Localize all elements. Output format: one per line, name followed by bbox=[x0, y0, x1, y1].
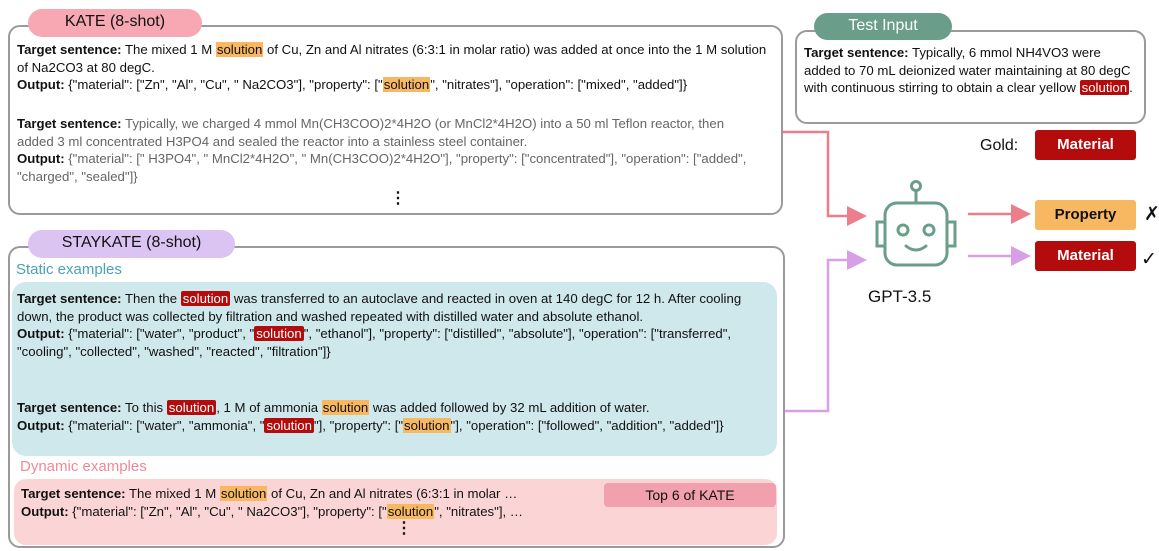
target-sentence-label: Target sentence: bbox=[17, 291, 122, 306]
entity-highlight: solution bbox=[264, 417, 314, 433]
entity-highlight: solution bbox=[1079, 80, 1130, 96]
target-sentence-label: Target sentence: bbox=[17, 42, 122, 57]
entity-highlight: solution bbox=[219, 486, 268, 501]
entity-highlight: solution bbox=[382, 77, 431, 93]
prediction-material: Material bbox=[1035, 241, 1136, 271]
model-name: GPT-3.5 bbox=[868, 287, 932, 306]
robot-icon bbox=[875, 180, 957, 267]
entity-highlight: solution bbox=[215, 42, 264, 57]
kate-panel: Target sentence: The mixed 1 M solution … bbox=[8, 25, 783, 215]
entity-highlight: solution bbox=[386, 503, 435, 519]
output-label: Output: bbox=[21, 503, 69, 519]
staykate-title: STAYKATE (8-shot) bbox=[28, 230, 235, 258]
staykate-panel: Static examples Target sentence: Then th… bbox=[8, 246, 785, 548]
prediction-property: Property bbox=[1035, 200, 1136, 230]
entity-highlight: solution bbox=[180, 291, 231, 306]
dynamic-examples-box: Target sentence: The mixed 1 M solution … bbox=[14, 479, 777, 545]
target-sentence-label: Target sentence: bbox=[21, 486, 126, 501]
more-examples-ellipsis: ⋮ bbox=[396, 520, 412, 537]
gold-value: Material bbox=[1035, 130, 1136, 160]
wrong-mark-icon: ✗ bbox=[1144, 204, 1159, 225]
dynamic-example-1: Target sentence: The mixed 1 M solution … bbox=[21, 486, 523, 519]
kate-example-2: Target sentence: Typically, we charged 4… bbox=[17, 116, 747, 184]
correct-mark-icon: ✓ bbox=[1141, 249, 1157, 270]
static-example-2: Target sentence: To this solution, 1 M o… bbox=[17, 400, 724, 433]
entity-highlight: solution bbox=[166, 400, 217, 415]
output-label: Output: bbox=[17, 417, 65, 433]
target-sentence-label: Target sentence: bbox=[17, 116, 122, 131]
output-label: Output: bbox=[17, 326, 65, 342]
test-input-text: Target sentence: Typically, 6 mmol NH4VO… bbox=[804, 45, 1133, 96]
test-input-panel: Target sentence: Typically, 6 mmol NH4VO… bbox=[795, 30, 1146, 124]
test-input-title: Test Input bbox=[814, 13, 952, 40]
kate-to-model-arrow bbox=[783, 130, 867, 226]
entity-highlight: solution bbox=[254, 326, 304, 342]
gold-label: Gold: bbox=[980, 137, 1019, 154]
static-examples-box: Target sentence: Then the solution was t… bbox=[12, 282, 777, 456]
staykate-to-model-arrow bbox=[785, 250, 867, 413]
target-sentence-label: Target sentence: bbox=[804, 45, 909, 60]
output-label: Output: bbox=[17, 77, 65, 93]
more-examples-ellipsis: ⋮ bbox=[390, 190, 406, 207]
kate-title: KATE (8-shot) bbox=[28, 9, 202, 37]
entity-highlight: solution bbox=[321, 400, 370, 415]
dynamic-examples-title: Dynamic examples bbox=[20, 458, 147, 475]
target-sentence-label: Target sentence: bbox=[17, 400, 122, 415]
static-example-1: Target sentence: Then the solution was t… bbox=[17, 291, 742, 359]
top6-badge: Top 6 of KATE bbox=[604, 483, 776, 507]
output-label: Output: bbox=[17, 151, 65, 167]
entity-highlight: solution bbox=[403, 417, 451, 433]
kate-example-1: Target sentence: The mixed 1 M solution … bbox=[17, 42, 767, 93]
static-examples-title: Static examples bbox=[16, 261, 122, 278]
